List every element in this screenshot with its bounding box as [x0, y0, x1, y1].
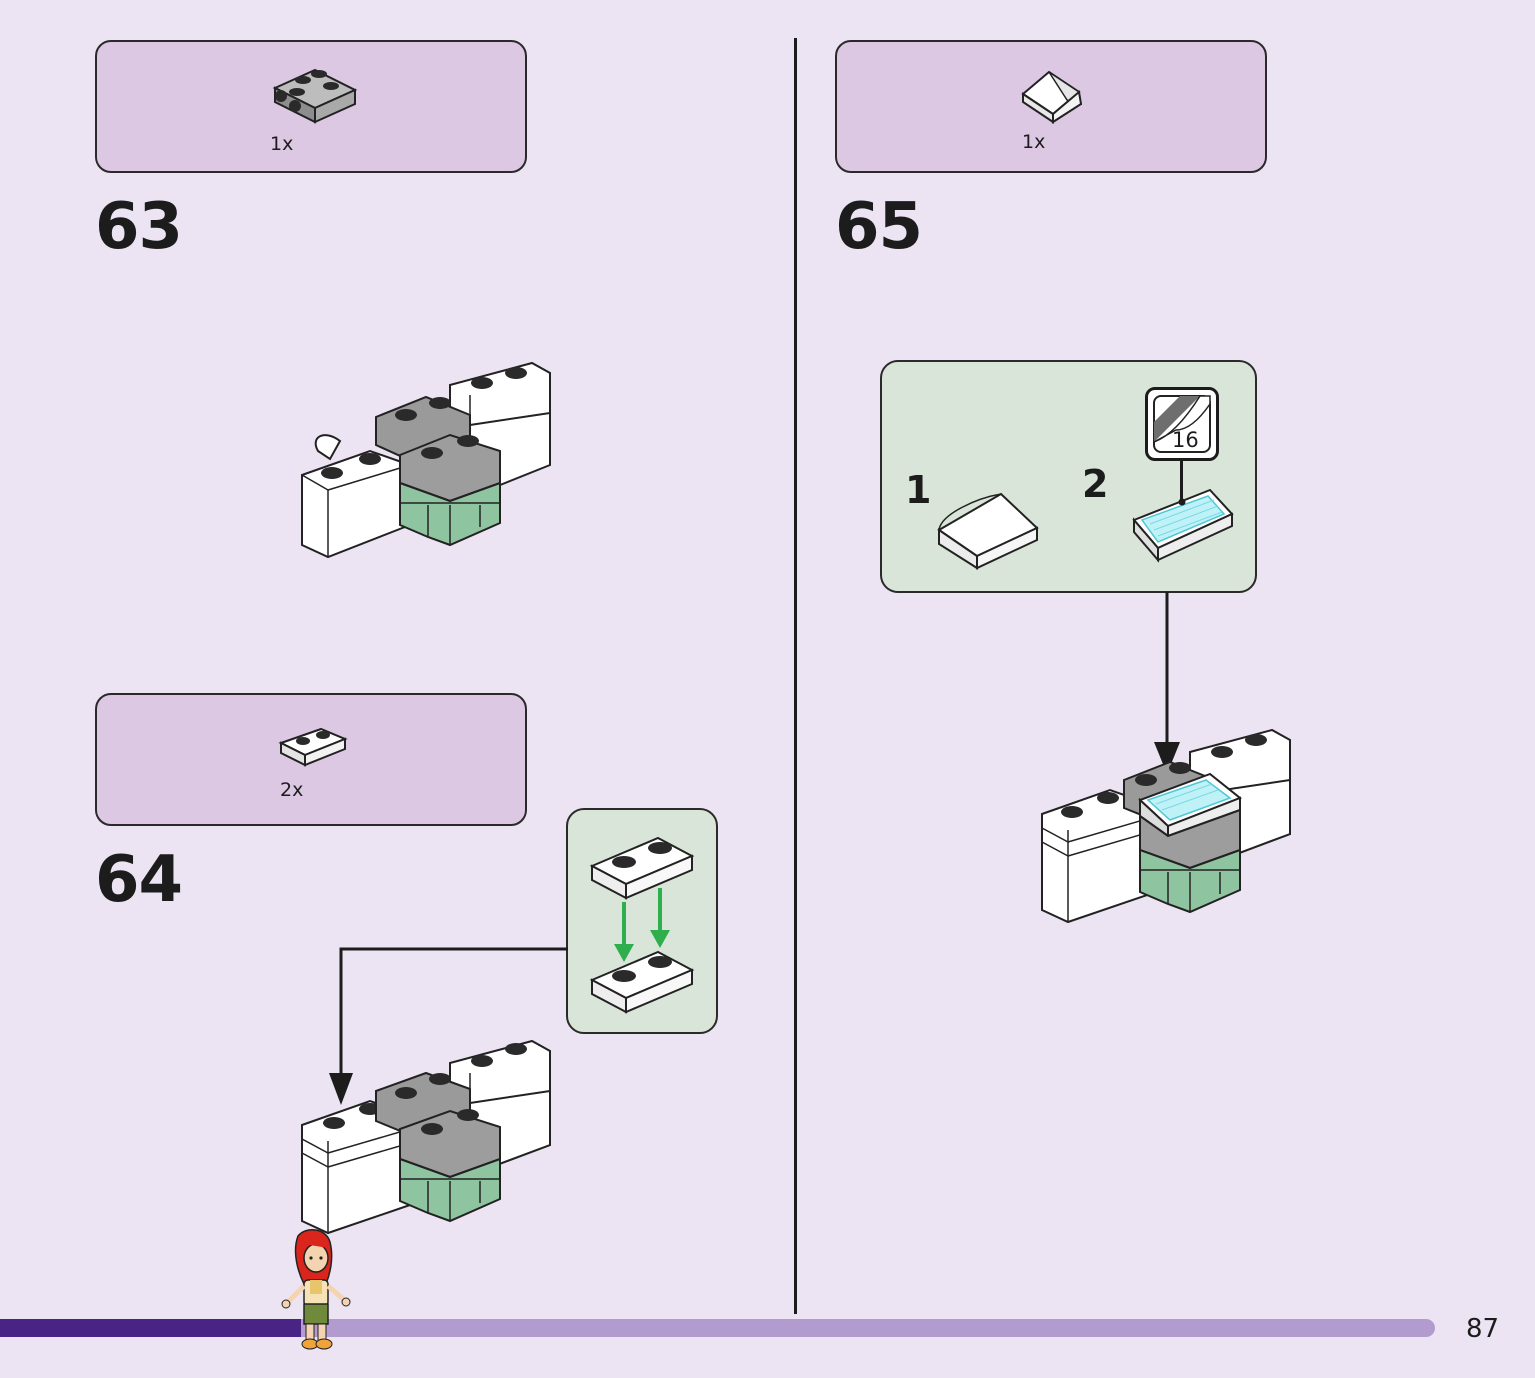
substep-callout-step-64: [566, 808, 718, 1034]
sticker-number: 16: [1172, 428, 1199, 452]
step-63-build-illustration: [301, 361, 551, 559]
parts-callout-step-64: 2x: [95, 693, 527, 826]
parts-callout-step-63: 1x: [95, 40, 527, 173]
sticker-tag: 16: [1145, 387, 1219, 461]
plate-stacking-illustration: [589, 836, 695, 1014]
part-quantity: 1x: [270, 133, 294, 155]
step-number-63: 63: [95, 190, 183, 264]
step-number-65: 65: [835, 190, 923, 264]
parts-callout-step-65: 1x: [835, 40, 1267, 173]
build-progress-fill: [0, 1319, 302, 1337]
minifigure-mascot-icon: [281, 1229, 351, 1350]
build-progress-bar: [0, 1319, 1435, 1337]
part-quantity: 2x: [280, 779, 304, 801]
callout-connector-arrow: [1154, 592, 1180, 774]
part-quantity: 1x: [1022, 131, 1046, 153]
step-65-build-illustration: [1041, 728, 1291, 924]
white-plate-1x2-icon: [278, 727, 348, 767]
step-64-build-illustration: [301, 1039, 551, 1235]
column-divider: [794, 38, 797, 1314]
white-slope-substep-icon: [937, 492, 1039, 570]
keyboard-slope-icon: [1132, 488, 1234, 563]
grey-bracket-plate-icon: [272, 68, 358, 124]
white-slope-icon: [1021, 70, 1083, 124]
sticker-peel-icon: [1153, 395, 1211, 453]
sticker-leader-line: [1180, 460, 1183, 500]
step-number-64: 64: [95, 843, 183, 917]
page-number: 87: [1466, 1314, 1500, 1344]
substep-callout-step-65: 1 2 16: [880, 360, 1257, 593]
substep-label-1: 1: [905, 468, 932, 512]
callout-connector-arrow: [329, 947, 568, 1105]
substep-label-2: 2: [1082, 462, 1109, 506]
